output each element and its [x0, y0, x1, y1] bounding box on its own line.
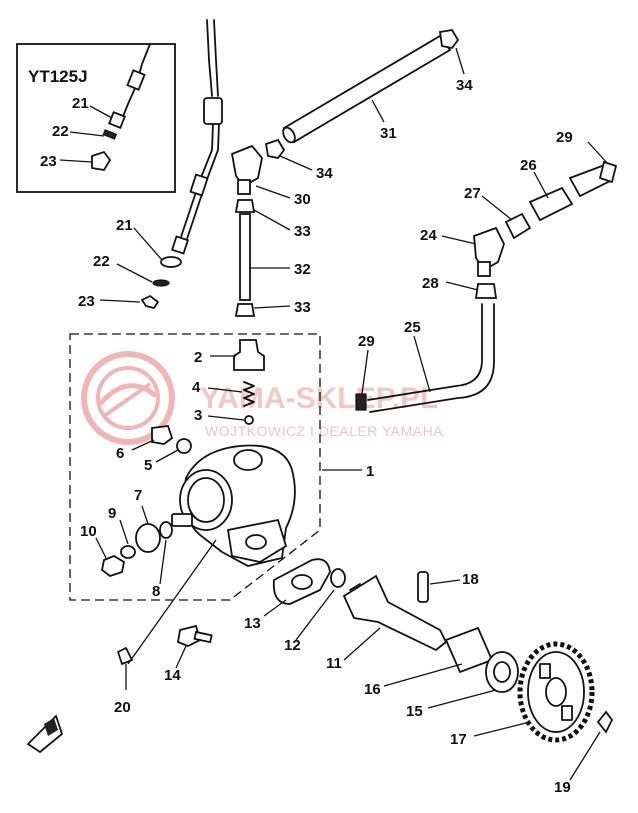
part-15-bearing	[485, 651, 519, 693]
tank-hose-assembly: 29 26 27 24 28 25 29	[355, 129, 618, 413]
inset-part-23	[91, 150, 112, 171]
callout-18: 18	[462, 571, 479, 588]
part-33-upper	[234, 199, 256, 213]
banjo-pipe-assembly: 30 33 32 33	[230, 144, 311, 317]
fastener-group: 14 20	[114, 539, 217, 716]
callout-34-top: 34	[456, 77, 473, 94]
callout-3: 3	[194, 407, 202, 424]
part-5-washer	[176, 438, 192, 454]
callout-14: 14	[164, 667, 181, 684]
part-25-hose	[367, 303, 483, 401]
part-20-clip	[117, 647, 133, 665]
part-26-hose-lower	[528, 186, 574, 222]
callout-16: 16	[364, 681, 381, 698]
pump-cable-assembly: 21 22 23	[78, 19, 223, 310]
callout-20: 20	[114, 699, 131, 716]
part-22-washer	[152, 279, 170, 287]
callout-15: 15	[406, 703, 423, 720]
callout-29-lower: 29	[358, 333, 375, 350]
callout-33-lower: 33	[294, 299, 311, 316]
callout-26: 26	[520, 157, 537, 174]
callout-12: 12	[284, 637, 301, 654]
callout-4: 4	[192, 379, 201, 396]
part-14-bolt	[176, 624, 202, 647]
watermark: YAMA-SKLEP.PL WOJTKOWICZ I DEALER YAMAHA	[81, 351, 443, 445]
part-21-nut	[160, 256, 182, 268]
cable-end	[170, 235, 190, 255]
callout-11: 11	[326, 655, 342, 672]
inset-yt125j: YT125J 21 22 23	[16, 43, 176, 193]
part-2-bleed-fitting	[233, 339, 265, 371]
callout-2: 2	[194, 349, 202, 366]
watermark-logo	[81, 351, 175, 445]
callout-28: 28	[422, 275, 439, 292]
callout-23: 23	[78, 293, 95, 310]
part-11-shaft	[342, 574, 448, 652]
part-34-clamp-top	[438, 29, 460, 49]
watermark-subtitle: WOJTKOWICZ I DEALER YAMAHA	[205, 423, 443, 439]
callout-22: 22	[93, 253, 110, 270]
part-17-gear	[517, 641, 595, 743]
pump-body	[171, 444, 296, 567]
callout-19: 19	[554, 779, 571, 796]
callout-25: 25	[404, 319, 421, 336]
callout-34-lower: 34	[316, 165, 333, 182]
part-31-pipe	[282, 34, 452, 144]
callout-31: 31	[380, 125, 397, 142]
callout-8: 8	[152, 583, 160, 600]
callout-30: 30	[294, 191, 311, 208]
cable-adjuster	[203, 97, 223, 125]
callout-1: 1	[366, 463, 374, 480]
callout-27: 27	[464, 185, 481, 202]
callout-inset-23: 23	[40, 153, 57, 170]
callout-32: 32	[294, 261, 311, 278]
watermark-title: YAMA-SKLEP.PL	[200, 382, 438, 415]
callout-9: 9	[108, 505, 116, 522]
cable-upper	[206, 19, 213, 97]
part-32-pipe	[239, 213, 251, 301]
callout-inset-21: 21	[72, 95, 89, 112]
part-18-pin	[417, 571, 429, 603]
callout-17: 17	[450, 731, 467, 748]
delivery-pipe-assembly: 34 31 34	[264, 29, 473, 182]
callout-33-upper: 33	[294, 223, 311, 240]
part-29-clip-upper	[598, 160, 618, 184]
drive-assembly: 13 12 18 11 16 15 17 19	[244, 558, 614, 796]
part-8-washer	[159, 521, 173, 539]
callout-5: 5	[144, 457, 152, 474]
oil-pump-assembly: 1 2 4 3 6 5 7 9	[69, 333, 374, 601]
part-9-washer	[120, 545, 136, 559]
callout-24: 24	[420, 227, 437, 244]
part-16-collar	[444, 626, 494, 674]
pump-assembly-outline	[69, 333, 321, 601]
part-12-oring	[330, 568, 346, 588]
part-13-gasket	[272, 558, 331, 605]
part-33-lower	[234, 303, 256, 317]
front-direction-mark	[26, 714, 64, 754]
part-7-plate	[135, 523, 161, 553]
part-6-bolt	[151, 425, 174, 445]
part-24-banjo	[473, 226, 505, 272]
inset-part-22	[102, 129, 118, 140]
part-34-clamp-lower	[264, 138, 286, 159]
callout-21: 21	[116, 217, 133, 234]
inset-part-21	[108, 111, 126, 129]
callout-10: 10	[80, 523, 97, 540]
part-23-clip	[141, 295, 159, 309]
part-30-banjo	[230, 144, 263, 188]
part-29-clip-lower	[355, 393, 367, 411]
part-4-spring	[243, 381, 255, 407]
part-10-nut	[101, 554, 126, 578]
callout-6: 6	[116, 445, 124, 462]
callout-29-upper: 29	[556, 129, 573, 146]
part-19-circlip	[596, 710, 614, 734]
callout-7: 7	[134, 487, 142, 504]
callout-inset-22: 22	[52, 123, 69, 140]
part-3-ball	[244, 415, 254, 425]
callout-13: 13	[244, 615, 261, 632]
inset-title: YT125J	[28, 67, 88, 86]
part-28-bolt	[474, 283, 498, 299]
